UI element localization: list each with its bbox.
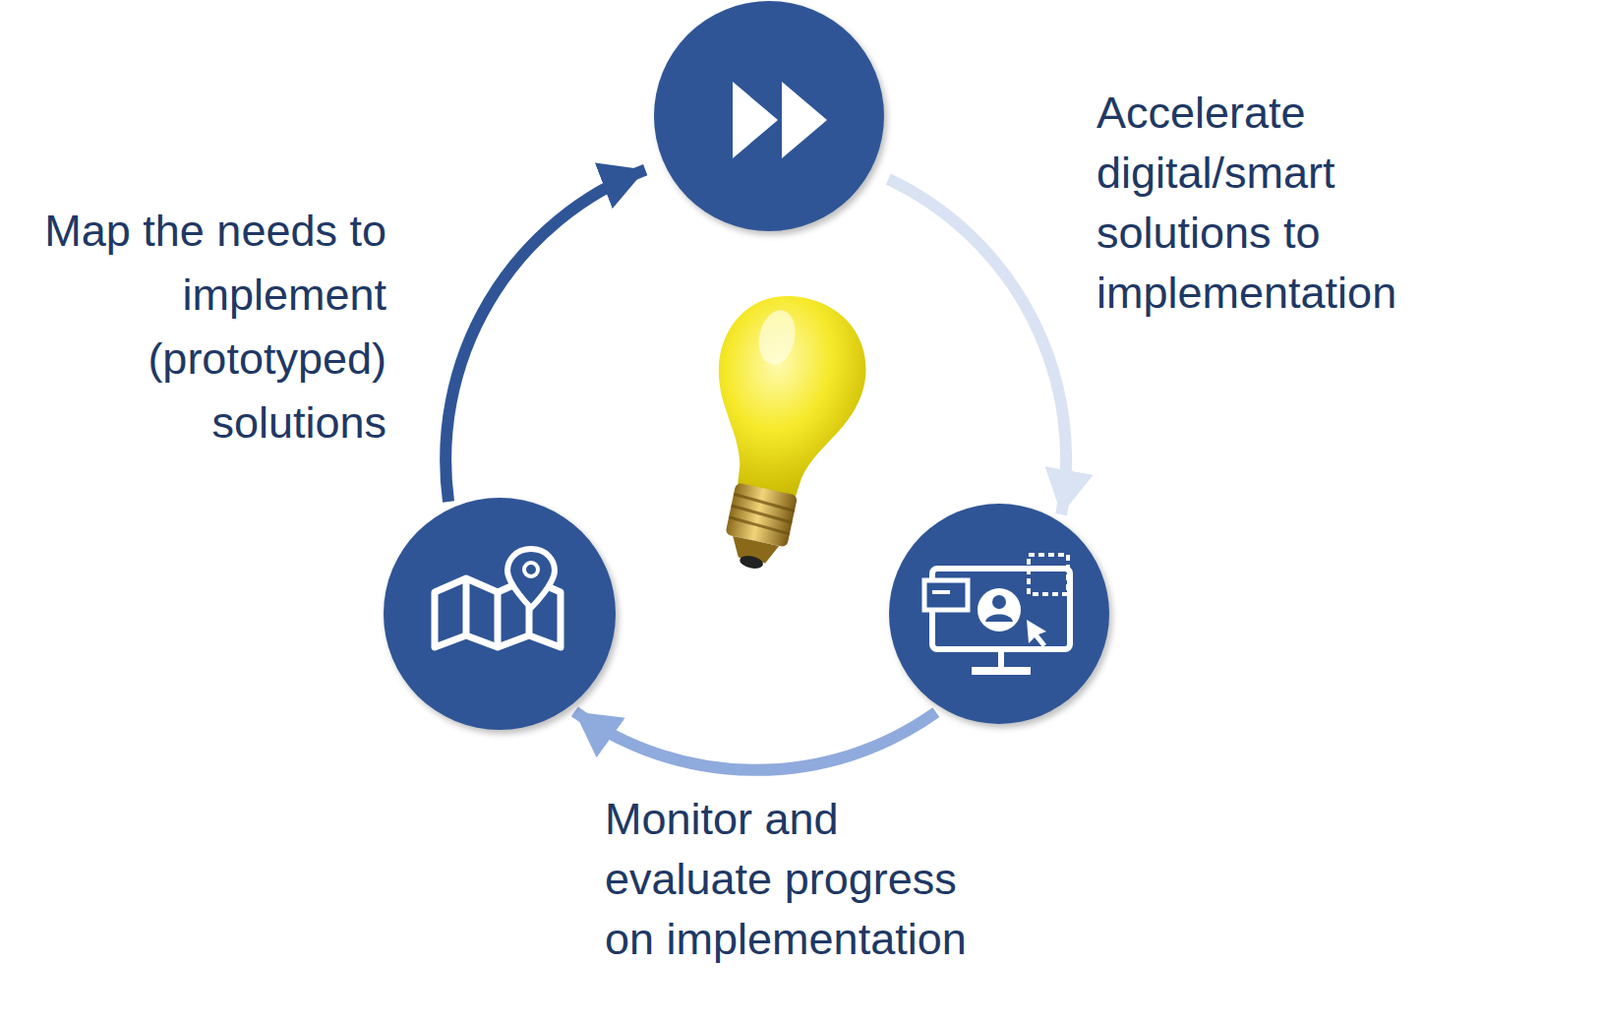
cycle-arrow (888, 178, 1067, 515)
cycle-arrow (445, 170, 646, 502)
step-node: Map the needs to implement (prototyped) … (383, 497, 616, 730)
step-label: Accelerate digital/smart solutions to im… (1096, 82, 1436, 323)
step-icon (383, 497, 616, 730)
step-label: Monitor and evaluate progress on impleme… (604, 788, 1008, 969)
step-node: Accelerate digital/smart solutions to im… (653, 0, 885, 232)
step-icon (888, 503, 1110, 724)
step-node: Monitor and evaluate progress on impleme… (888, 503, 1110, 724)
cycle-arrow (574, 711, 936, 770)
step-icon (653, 0, 885, 232)
step-label: Map the needs to implement (prototyped) … (22, 198, 387, 455)
